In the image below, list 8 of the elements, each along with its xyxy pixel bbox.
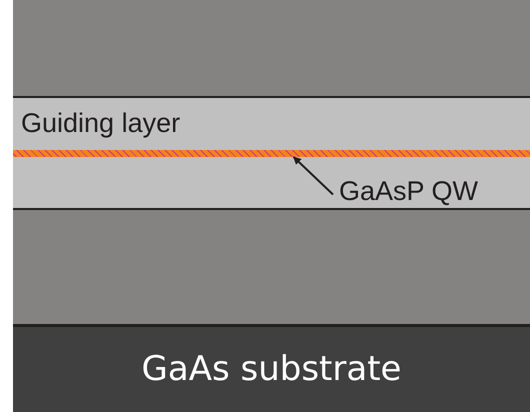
layer-label: Guiding layer [21,110,180,137]
guiding-layer-band [13,96,530,210]
cladding-layer [13,0,530,96]
substrate-layer [13,327,530,412]
layer-label: GaAsP QW [339,178,478,205]
layer-label: GaAs substrate [140,352,402,386]
cladding-layer [13,210,530,327]
leader-line [292,156,334,196]
